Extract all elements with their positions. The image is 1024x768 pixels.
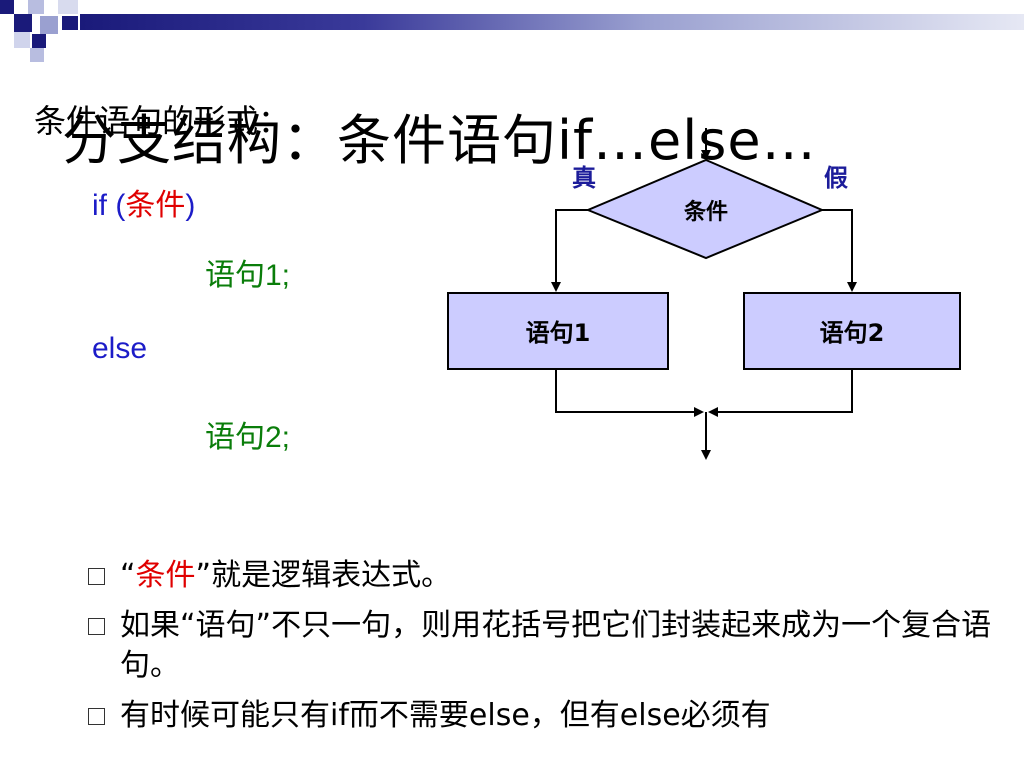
if-keyword: if ( bbox=[92, 189, 126, 222]
bullet-list: “条件”就是逻辑表达式。 如果“语句”不只一句，则用花括号把它们封装起来成为一个… bbox=[86, 556, 1006, 746]
code-if-line: if (条件) bbox=[92, 180, 195, 224]
bullet-square-icon bbox=[88, 708, 105, 725]
list-item: “条件”就是逻辑表达式。 bbox=[86, 556, 1006, 596]
code-stmt1: 语句1; bbox=[205, 259, 291, 292]
true-label: 真 bbox=[572, 164, 596, 192]
deco-square bbox=[58, 0, 78, 14]
true-branch-line bbox=[551, 209, 588, 292]
deco-square bbox=[40, 16, 58, 34]
deco-square bbox=[0, 0, 14, 14]
if-close: ) bbox=[185, 189, 196, 222]
merge-left-line bbox=[555, 369, 704, 417]
deco-square bbox=[14, 14, 32, 32]
bullet-open-quote: “ bbox=[120, 558, 136, 593]
deco-square bbox=[32, 34, 46, 48]
statement2-box bbox=[743, 292, 961, 370]
condition-label: 条件 bbox=[683, 199, 728, 225]
bullet-text: ”就是逻辑表达式。 bbox=[195, 558, 452, 593]
statement2-label: 语句2 bbox=[820, 319, 885, 347]
title-overlay: 条件语句的形式： bbox=[34, 102, 291, 140]
deco-square bbox=[30, 48, 44, 62]
code-stmt2: 语句2; bbox=[205, 421, 291, 454]
bullet-highlight: 条件 bbox=[135, 558, 196, 593]
list-item: 如果“语句”不只一句，则用花括号把它们封装起来成为一个复合语句。 bbox=[86, 606, 1006, 686]
statement1-box bbox=[447, 292, 669, 370]
false-label: 假 bbox=[824, 164, 848, 192]
header-bar bbox=[80, 14, 1024, 30]
code-else: else bbox=[92, 332, 148, 365]
condition-text: 条件 bbox=[125, 189, 186, 222]
condition-diamond bbox=[585, 158, 825, 260]
statement1-label: 语句1 bbox=[526, 319, 591, 347]
bullet-square-icon bbox=[88, 618, 105, 635]
false-branch-line bbox=[822, 209, 857, 292]
bullet-text: 如果“语句”不只一句，则用花括号把它们封装起来成为一个复合语句。 bbox=[120, 608, 992, 683]
page-title: 分支结构：条件语句if…else… bbox=[62, 109, 817, 172]
bullet-square-icon bbox=[88, 568, 105, 585]
list-item: 有时候可能只有if而不需要else，但有else必须有 bbox=[86, 696, 1006, 736]
bullet-text: 有时候可能只有if而不需要else，但有else必须有 bbox=[120, 698, 771, 733]
deco-square bbox=[28, 0, 44, 14]
deco-square bbox=[62, 16, 78, 30]
deco-square bbox=[14, 32, 30, 48]
merge-right-line bbox=[708, 369, 853, 417]
